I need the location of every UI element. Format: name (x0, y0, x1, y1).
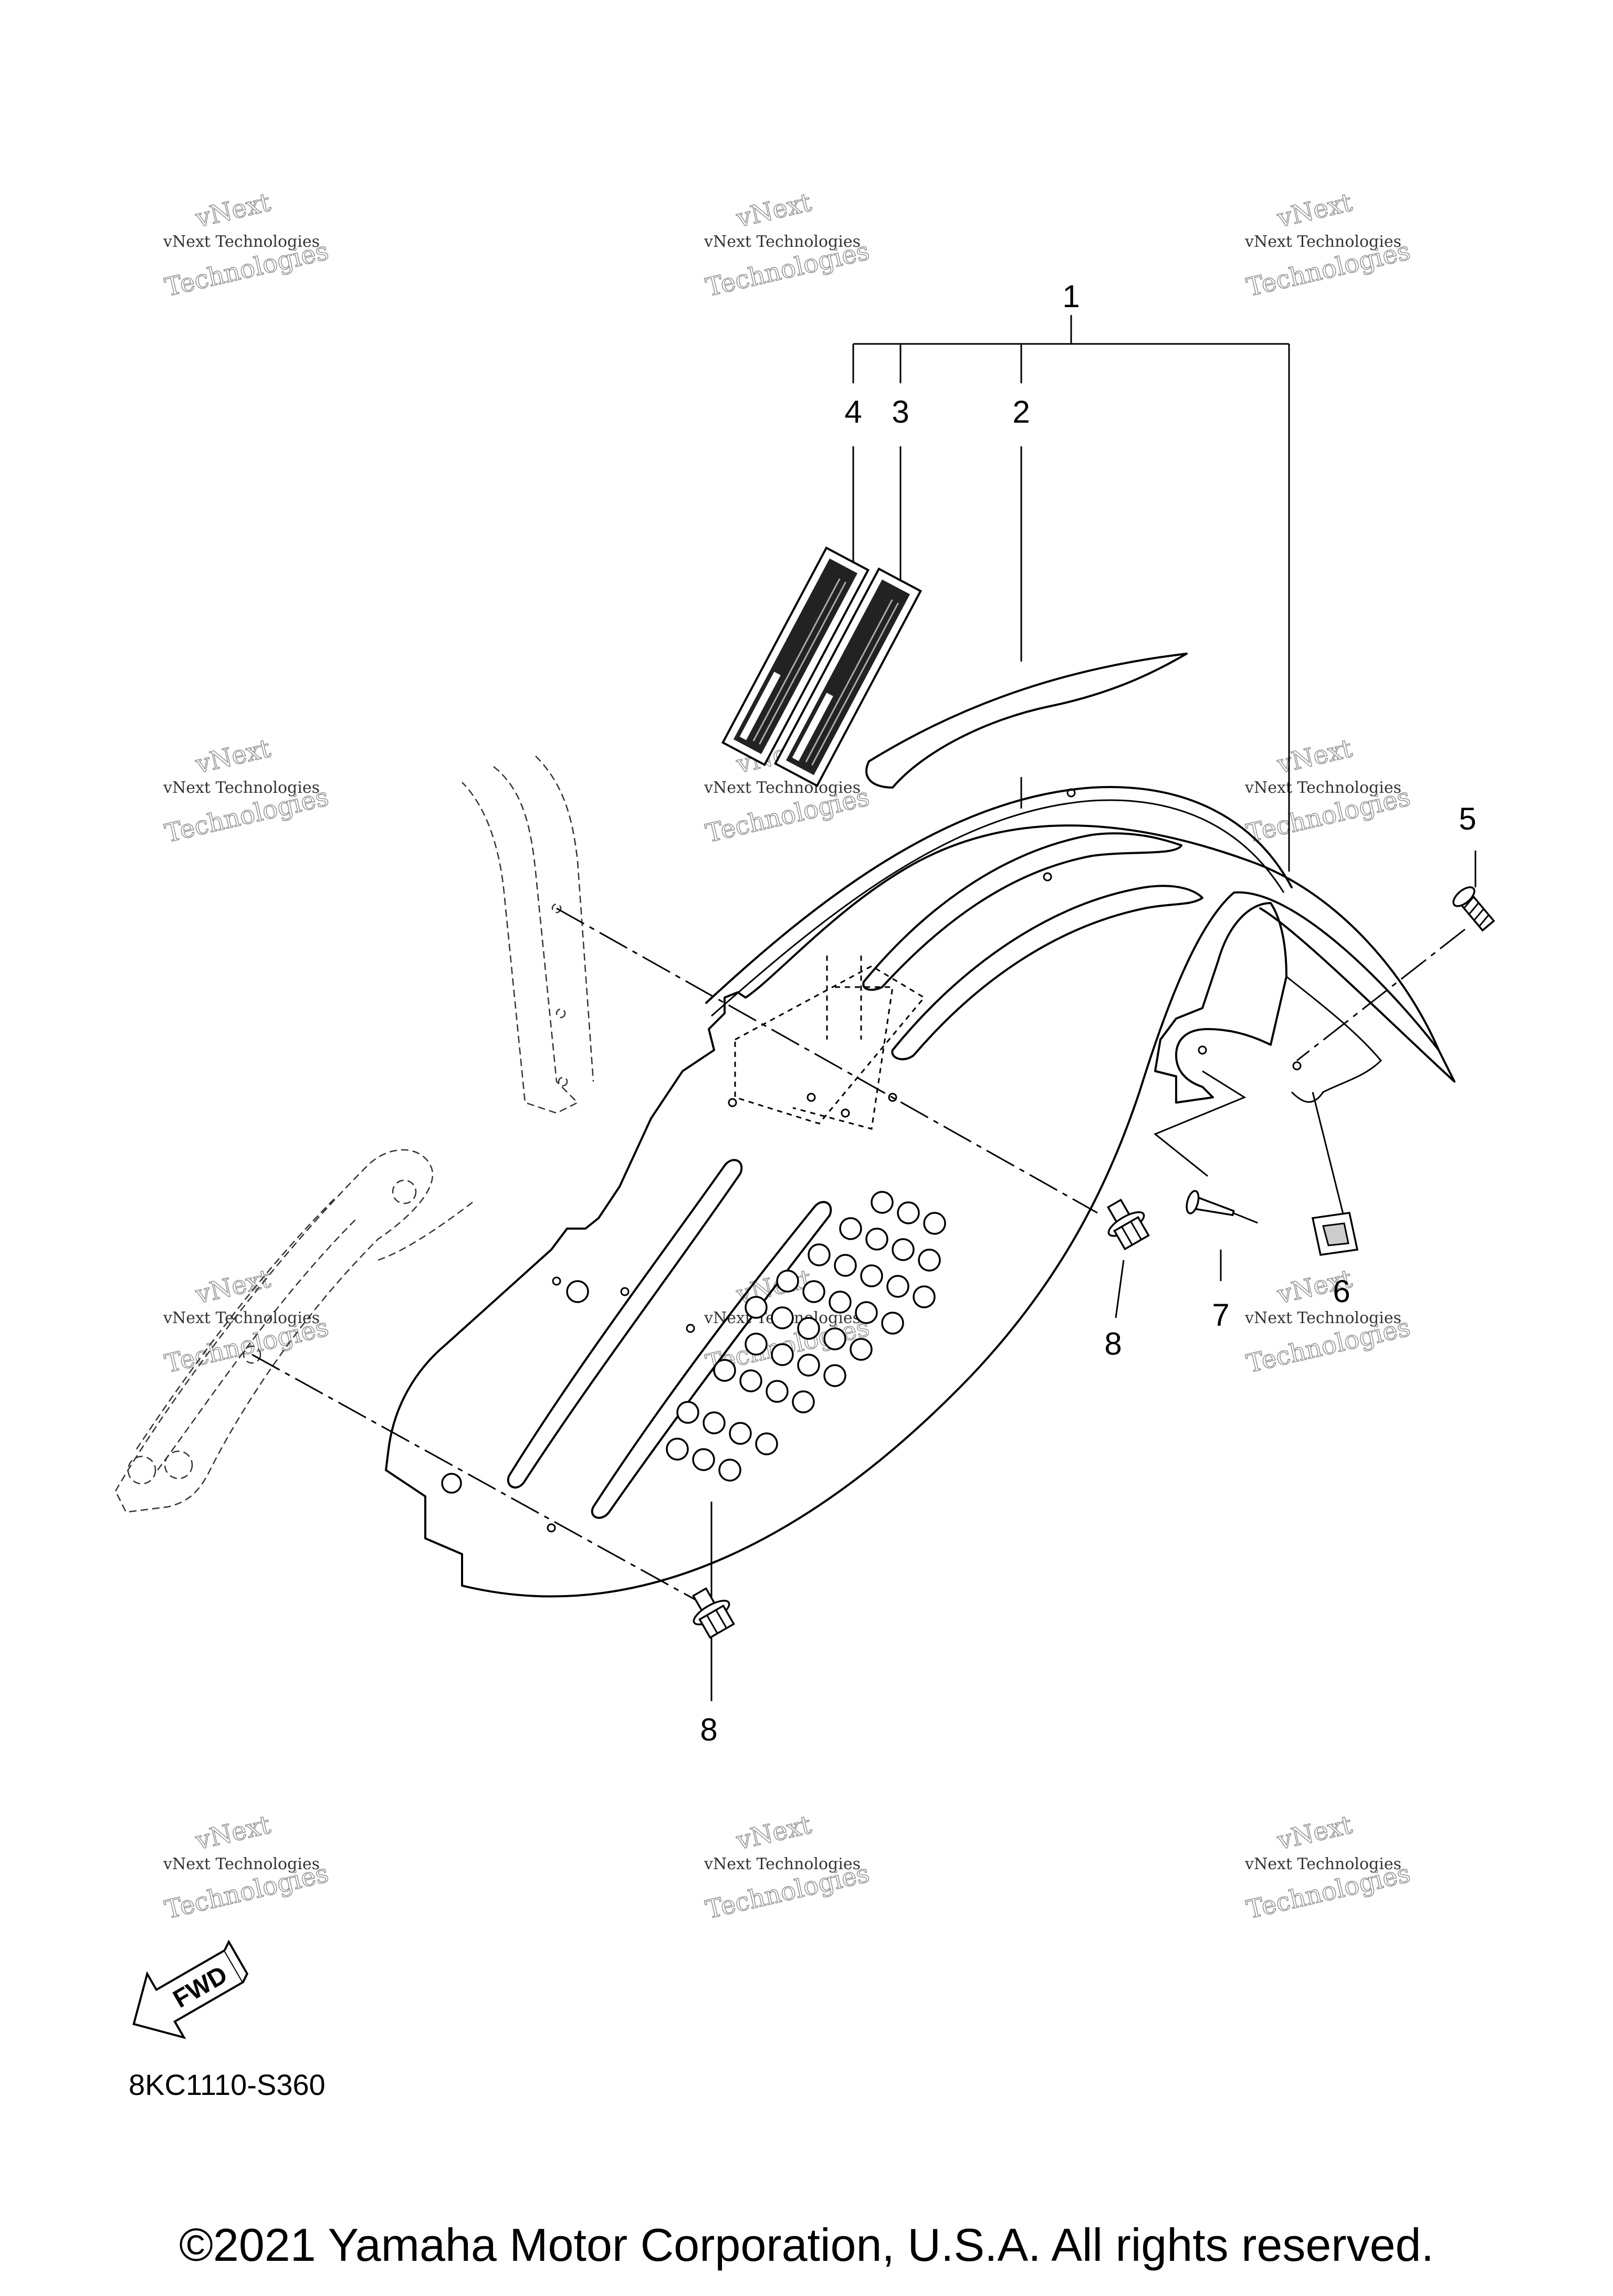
svg-text:vNext: vNext (193, 1264, 274, 1309)
copyright-notice: ©2021 Yamaha Motor Corporation, U.S.A. A… (179, 2219, 1434, 2271)
svg-text:vNext Technologies: vNext Technologies (1244, 1855, 1401, 1873)
fwd-arrow-icon: FWD (132, 1939, 249, 2039)
leader-lines (710, 315, 1476, 1701)
watermark: vNext vNext Technologies Technologies (1243, 1810, 1413, 1925)
svg-text:vNext Technologies: vNext Technologies (1244, 233, 1401, 251)
watermark-grid: vNext vNext Technologies Technologies vN… (162, 187, 1413, 1925)
svg-text:vNext Technologies: vNext Technologies (704, 233, 861, 251)
clip-nut-6 (1311, 1212, 1359, 1256)
svg-text:vNext: vNext (734, 187, 814, 233)
watermark: vNext vNext Technologies Technologies (703, 187, 873, 303)
watermark: vNext vNext Technologies Technologies (1243, 187, 1413, 303)
watermark: vNext vNext Technologies Technologies (162, 733, 332, 849)
callout-numbers: 1 2 3 4 5 6 7 8 8 (700, 279, 1476, 1747)
svg-text:vNext: vNext (193, 733, 274, 779)
callout-5: 5 (1459, 801, 1476, 836)
vent-hole-pattern (666, 1191, 946, 1482)
watermark: vNext vNext Technologies Technologies (703, 1810, 873, 1925)
swingarm-outline (114, 1149, 473, 1513)
bolt-8-upper (1106, 1198, 1150, 1251)
warning-decal-4 (721, 546, 870, 767)
callout-3: 3 (892, 394, 909, 429)
rear-fender (385, 786, 1455, 1598)
callout-2: 2 (1012, 394, 1030, 429)
watermark: vNext vNext Technologies Technologies (1243, 733, 1413, 849)
callout-6: 6 (1333, 1274, 1350, 1309)
svg-text:vNext: vNext (1274, 187, 1355, 233)
callout-4: 4 (844, 394, 862, 429)
callout-7: 7 (1212, 1297, 1229, 1333)
svg-text:vNext: vNext (1274, 1810, 1355, 1855)
svg-text:vNext Technologies: vNext Technologies (163, 1309, 320, 1327)
svg-text:vNext: vNext (1274, 733, 1355, 779)
callout-8-upper: 8 (1104, 1326, 1122, 1361)
svg-text:vNext Technologies: vNext Technologies (704, 779, 861, 797)
rivet-7 (1186, 1190, 1258, 1224)
callout-8-lower: 8 (700, 1712, 717, 1747)
warning-decal-3 (773, 567, 923, 788)
svg-text:vNext: vNext (193, 1810, 274, 1855)
fender-trim-piece (865, 653, 1188, 789)
svg-text:vNext Technologies: vNext Technologies (704, 1855, 861, 1873)
watermark: vNext vNext Technologies Technologies (162, 187, 332, 303)
watermark: vNext vNext Technologies Technologies (1243, 1264, 1413, 1379)
svg-text:vNext Technologies: vNext Technologies (1244, 1309, 1401, 1327)
svg-text:vNext Technologies: vNext Technologies (163, 1855, 320, 1873)
svg-text:vNext Technologies: vNext Technologies (163, 233, 320, 251)
assembly-lines (252, 907, 1465, 1602)
frame-outline (462, 756, 594, 1114)
watermark: vNext vNext Technologies Technologies (162, 1810, 332, 1925)
bolt-8-lower (692, 1587, 735, 1639)
diagram-code: 8KC1110-S360 (129, 2068, 326, 2101)
svg-text:vNext Technologies: vNext Technologies (1244, 779, 1401, 797)
screw-5 (1452, 886, 1495, 932)
callout-1: 1 (1062, 279, 1080, 314)
svg-text:vNext: vNext (734, 1810, 814, 1855)
svg-text:vNext: vNext (193, 187, 274, 233)
svg-text:vNext Technologies: vNext Technologies (163, 779, 320, 797)
